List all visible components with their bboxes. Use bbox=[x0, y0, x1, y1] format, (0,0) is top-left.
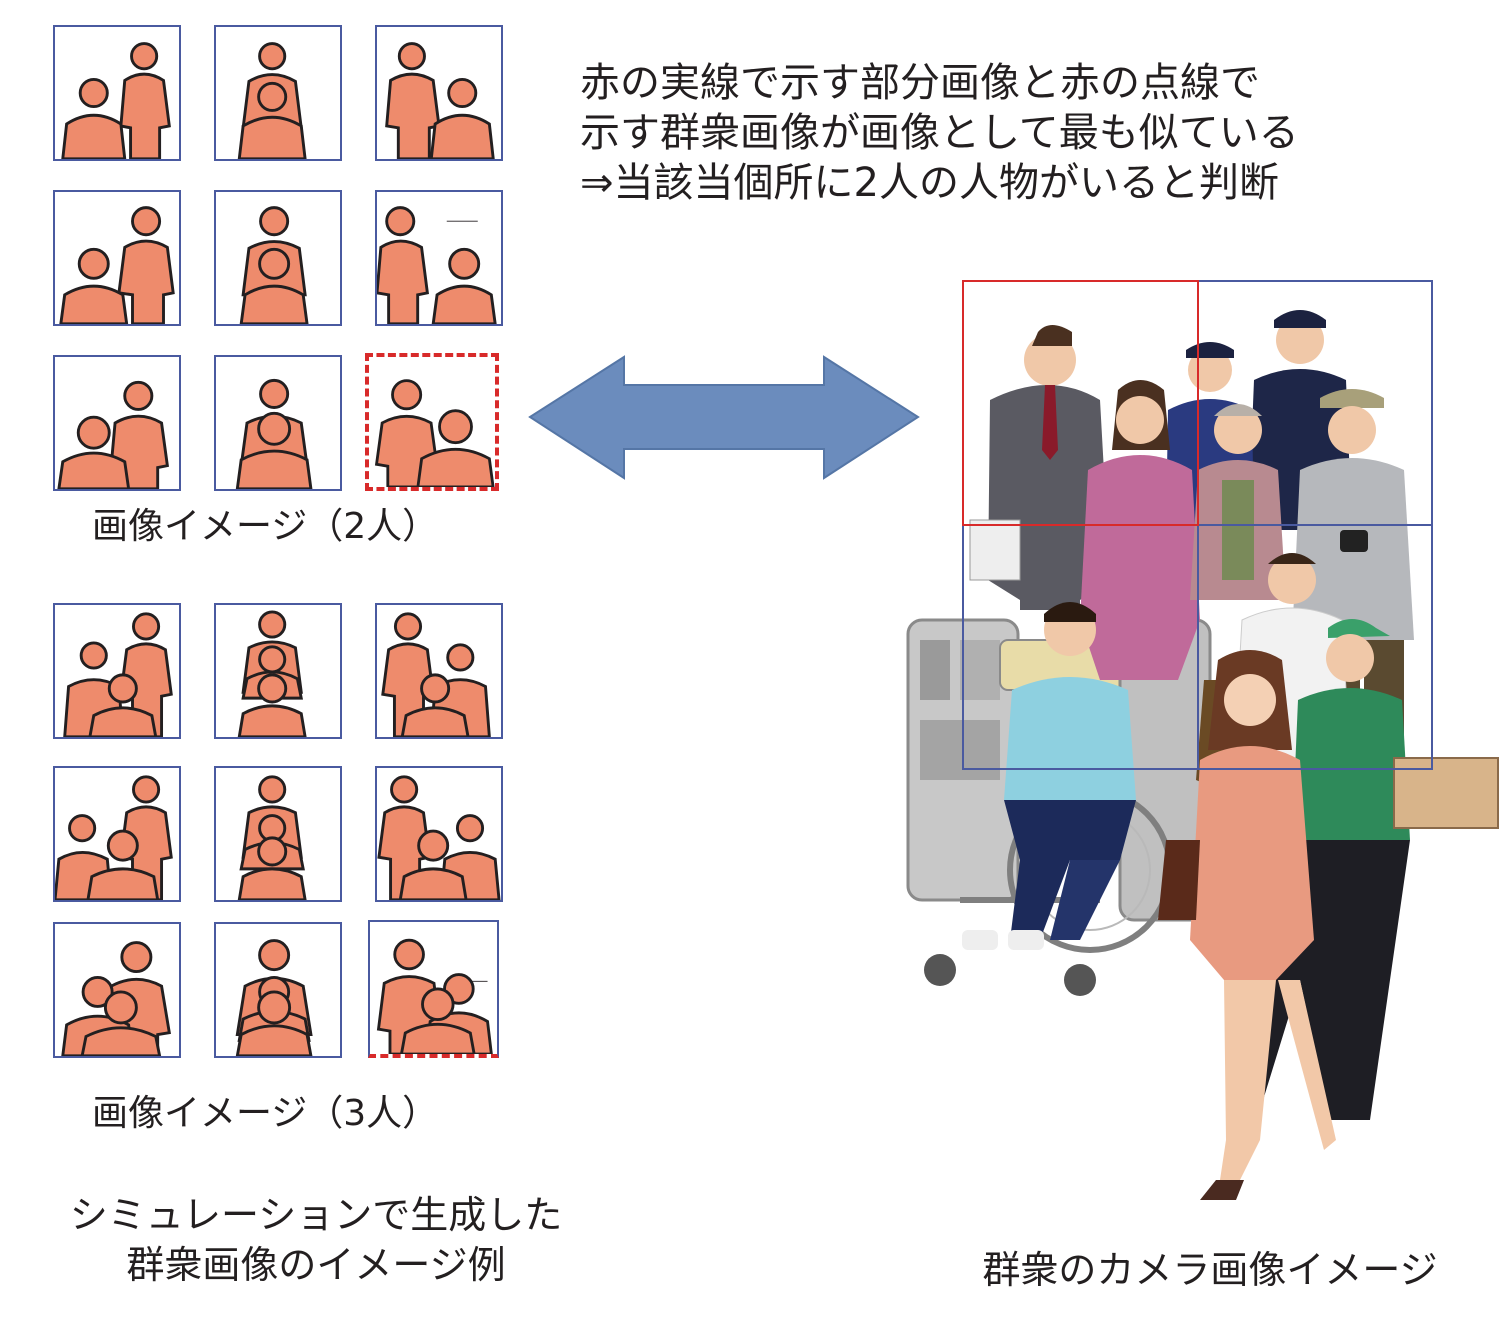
sim-tile bbox=[375, 766, 503, 902]
sim-tile bbox=[214, 25, 342, 161]
camera-caption: 群衆のカメラ画像イメージ bbox=[982, 1248, 1438, 1292]
figures-two-e bbox=[239, 206, 309, 324]
description-line-3: ⇒当該当個所に2人の人物がいると判断 bbox=[580, 160, 1279, 206]
sim-tile bbox=[214, 922, 342, 1058]
figures-three-i bbox=[376, 938, 493, 1054]
figures-two-i bbox=[374, 379, 495, 487]
figures-two-a bbox=[61, 42, 171, 159]
matched-partial-image bbox=[962, 280, 1199, 526]
grid-cell-bottom-right bbox=[1197, 524, 1433, 770]
sim-tile bbox=[214, 766, 342, 902]
sim-tile bbox=[375, 25, 503, 161]
person-woman-pink bbox=[1080, 380, 1200, 680]
figures-three-g bbox=[61, 941, 171, 1056]
sim-tile bbox=[375, 603, 503, 739]
label-three-people: 画像イメージ（3人） bbox=[92, 1093, 439, 1134]
figures-three-f bbox=[377, 775, 501, 900]
sim-tile bbox=[368, 920, 499, 1058]
sim-tile bbox=[214, 190, 342, 326]
label-two-people: 画像イメージ（2人） bbox=[92, 506, 439, 547]
person-woman-peach bbox=[1158, 650, 1336, 1200]
double-arrow-icon bbox=[528, 355, 920, 480]
description-line-2: 示す群衆画像が画像として最も似ている bbox=[580, 110, 1299, 156]
figures-two-b bbox=[237, 42, 307, 159]
sim-tile bbox=[53, 355, 181, 491]
person-delivery-man bbox=[1230, 619, 1499, 1120]
grid-cell-top-right bbox=[1197, 280, 1433, 526]
sim-tile bbox=[53, 766, 181, 902]
crowd-illustration bbox=[906, 310, 1499, 1200]
sim-tile bbox=[53, 922, 181, 1058]
figures-three-d bbox=[55, 775, 173, 900]
figures-three-c bbox=[381, 612, 491, 737]
figures-three-b bbox=[237, 610, 307, 737]
description: 赤の実線で示す部分画像と赤の点線で 示す群衆画像が画像として最も似ている ⇒当該… bbox=[580, 58, 1299, 208]
figures-three-h bbox=[235, 939, 313, 1056]
sim-tile bbox=[53, 603, 181, 739]
description-line-1: 赤の実線で示す部分画像と赤の点線で bbox=[580, 60, 1260, 106]
figures-three-a bbox=[63, 612, 173, 737]
simulation-caption: シミュレーションで生成した 群衆画像のイメージ例 bbox=[36, 1190, 596, 1290]
simulation-caption-line-1: シミュレーションで生成した bbox=[69, 1193, 563, 1237]
figures-two-g bbox=[57, 380, 169, 489]
grid-cell-bottom-left bbox=[962, 524, 1199, 770]
sim-tile bbox=[214, 603, 342, 739]
sim-tile bbox=[375, 190, 503, 326]
figures-two-f bbox=[377, 206, 497, 324]
simulation-caption-line-2: 群衆画像のイメージ例 bbox=[126, 1243, 506, 1287]
matched-sim-tile bbox=[365, 353, 499, 491]
sim-tile bbox=[214, 355, 342, 491]
figures-three-e bbox=[237, 775, 307, 900]
person-elderly-woman bbox=[1190, 404, 1286, 600]
figures-two-d bbox=[59, 206, 175, 324]
figures-two-h bbox=[235, 378, 313, 489]
sim-tile bbox=[53, 190, 181, 326]
figures-two-c bbox=[385, 42, 495, 159]
person-businessman bbox=[969, 325, 1110, 610]
sim-tile bbox=[53, 25, 181, 161]
